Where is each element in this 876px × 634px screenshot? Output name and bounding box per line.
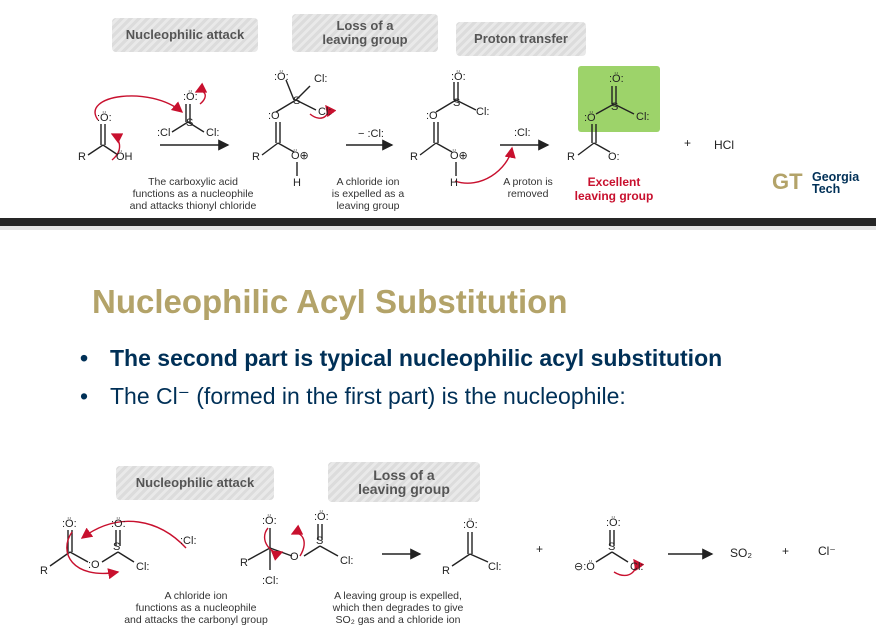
svg-text:Cl:: Cl:	[136, 561, 149, 573]
svg-text:O: O	[290, 551, 299, 563]
svg-text:S: S	[608, 541, 615, 553]
svg-text::Cl: :Cl	[157, 127, 170, 139]
svg-text:S: S	[293, 95, 300, 107]
plus-sign-top: +	[684, 136, 692, 150]
svg-text:S: S	[316, 535, 323, 547]
svg-text:R: R	[410, 151, 418, 163]
svg-text:ÖH: ÖH	[116, 151, 133, 163]
svg-text:Cl:: Cl:	[206, 127, 219, 139]
svg-text::Cl:: :Cl:	[262, 575, 279, 587]
svg-text::Ö:: :Ö:	[314, 511, 329, 523]
svg-text:S: S	[611, 101, 618, 113]
top-mechanism-panel: Nucleophilic attack Loss of a leaving gr…	[0, 0, 876, 228]
svg-text:H: H	[293, 177, 301, 189]
bullet-marker: •	[80, 345, 89, 371]
svg-text:S: S	[453, 97, 460, 109]
pill-nucleophilic-attack-bottom: Nucleophilic attack	[116, 466, 274, 500]
svg-text:R: R	[78, 151, 86, 163]
caption-chloride-expelled: A chloride ion is expelled as a leaving …	[331, 176, 405, 212]
svg-text::Ö:: :Ö:	[97, 112, 112, 124]
caption-acid-nucleophile: The carboxylic acid functions as a nucle…	[129, 176, 257, 212]
highlight-box	[578, 66, 660, 132]
svg-text::Ö:: :Ö:	[62, 518, 77, 530]
plus-sign-bottom-2: +	[782, 544, 790, 558]
pill-nucleophilic-attack-top: Nucleophilic attack	[112, 18, 258, 52]
svg-text:Cl:: Cl:	[636, 111, 649, 123]
page-title: Nucleophilic Acyl Substitution	[92, 283, 568, 320]
svg-text::Ö:: :Ö:	[606, 517, 621, 529]
svg-text:Cl:: Cl:	[488, 561, 501, 573]
svg-text::Cl:: :Cl:	[180, 535, 197, 547]
caption-proton-removed: A proton is removed	[503, 176, 553, 200]
svg-text:O:: O:	[608, 151, 620, 163]
pill-loss-of-leaving-group-bottom: Loss of a leaving group	[328, 462, 480, 502]
bullet-marker: •	[80, 383, 89, 409]
top-mechanism-structures: R :Ö: ÖH :Cl :Ö: S Cl: R :O Ö⊕ H :Ö: S C…	[78, 71, 649, 189]
svg-text::Ö:: :Ö:	[274, 71, 289, 83]
chloride-ion-product: Cl⁻	[818, 544, 836, 558]
svg-text:GT: GT	[772, 169, 803, 194]
svg-text:Cl:: Cl:	[318, 106, 331, 118]
caption-chloride-nucleophile: A chloride ion functions as a nucleophil…	[124, 590, 268, 626]
svg-text::O: :O	[268, 110, 280, 122]
bullet-item-1: •The second part is typical nucleophilic…	[80, 345, 723, 371]
georgia-tech-logo-icon: GT	[772, 169, 803, 194]
svg-text::Cl:: :Cl:	[514, 127, 531, 139]
hcl-product: HCl	[714, 138, 734, 152]
svg-text::Ö:: :Ö:	[609, 73, 624, 85]
svg-text:Cl:: Cl:	[314, 73, 327, 85]
pill-loss-of-leaving-group-top: Loss of a leaving group	[292, 14, 438, 52]
svg-text:Cl:: Cl:	[340, 555, 353, 567]
svg-text:S: S	[113, 541, 120, 553]
svg-text::Ö:: :Ö:	[183, 91, 198, 103]
svg-text::Ö:: :Ö:	[262, 515, 277, 527]
svg-text::Ö:: :Ö:	[111, 518, 126, 530]
svg-text:⊖:Ö: ⊖:Ö	[574, 561, 595, 573]
divider-band	[0, 218, 876, 226]
divider-band-light	[0, 226, 876, 230]
caption-excellent-leaving-group: Excellent leaving group	[574, 175, 654, 203]
svg-text::O: :O	[426, 110, 438, 122]
svg-text:Cl:: Cl:	[476, 106, 489, 118]
svg-text::Ö: :Ö	[584, 112, 596, 124]
caption-leaving-group-expelled: A leaving group is expelled, which then …	[332, 590, 464, 626]
svg-text::Ö:: :Ö:	[463, 519, 478, 531]
bullet-item-2: •The Cl⁻ (formed in the first part) is t…	[80, 383, 626, 409]
svg-text:R: R	[567, 151, 575, 163]
svg-text:− :Cl:: − :Cl:	[358, 128, 384, 140]
svg-text:S: S	[186, 117, 193, 129]
svg-text:R: R	[40, 565, 48, 577]
svg-text:R: R	[240, 557, 248, 569]
svg-text:R: R	[252, 151, 260, 163]
svg-text:R: R	[442, 565, 450, 577]
svg-text::Ö:: :Ö:	[451, 71, 466, 83]
svg-text:Ö⊕: Ö⊕	[450, 150, 468, 162]
svg-text:Ö⊕: Ö⊕	[291, 150, 309, 162]
so2-product: SO₂	[730, 546, 752, 560]
pill-proton-transfer-top: Proton transfer	[456, 22, 586, 56]
svg-text:H: H	[450, 177, 458, 189]
svg-text:Cl:: Cl:	[630, 561, 643, 573]
georgia-tech-wordmark: Georgia Tech	[812, 170, 860, 196]
plus-sign-bottom-1: +	[536, 542, 544, 556]
svg-text::O: :O	[88, 559, 100, 571]
